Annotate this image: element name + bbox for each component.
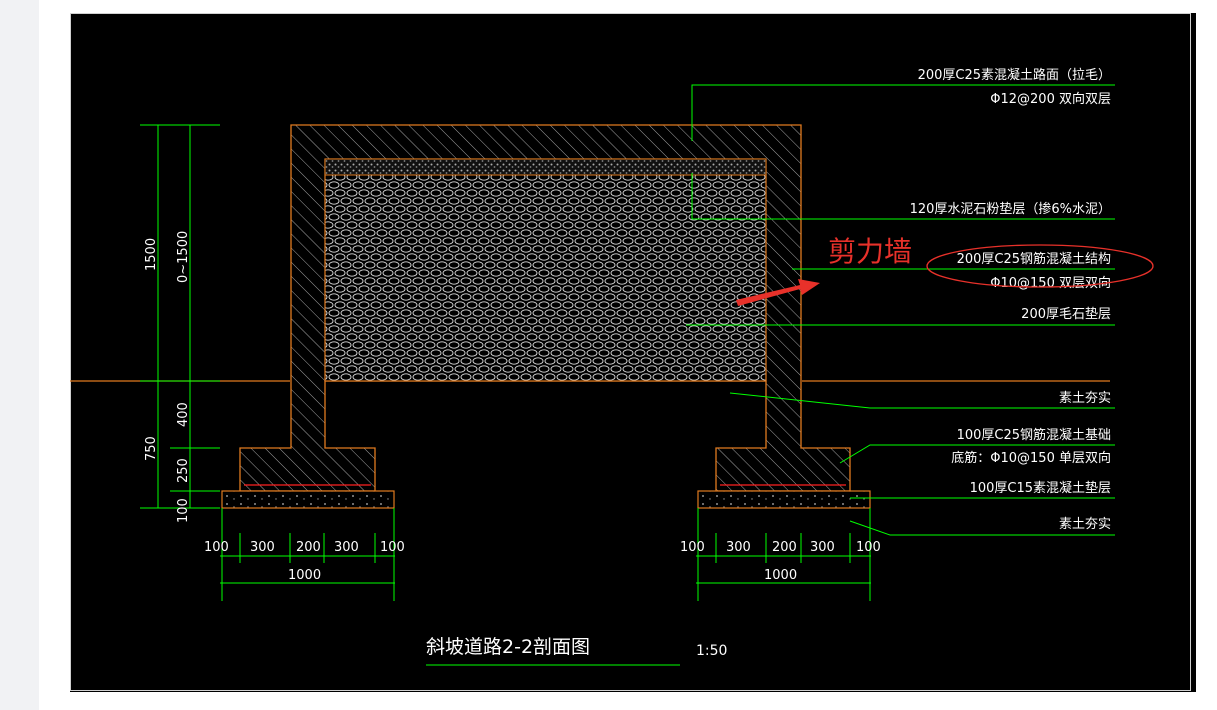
dim-seg-r1: 100 bbox=[680, 540, 705, 555]
drawing-frame bbox=[70, 13, 1191, 691]
label-compacted-soil-1: 素土夯实 bbox=[1059, 391, 1111, 406]
dim-750: 750 bbox=[144, 436, 159, 461]
label-pavement-rebar: Φ12@200 双向双层 bbox=[990, 91, 1111, 107]
dim-400: 400 bbox=[176, 402, 191, 427]
drawing-title: 斜坡道路2-2剖面图 bbox=[426, 636, 590, 658]
dim-seg-1: 100 bbox=[204, 540, 229, 555]
dim-seg-3: 200 bbox=[296, 540, 321, 555]
dim-seg-2: 300 bbox=[250, 540, 275, 555]
label-lean-concrete: 100厚C15素混凝土垫层 bbox=[970, 480, 1111, 496]
lean-concrete-pad-left bbox=[221, 490, 395, 509]
stone-powder-layer bbox=[324, 158, 767, 176]
label-rc-structure: 200厚C25钢筋混凝土结构 bbox=[957, 251, 1111, 267]
left-sidebar bbox=[0, 0, 39, 710]
dim-total-left: 1000 bbox=[288, 568, 321, 583]
rubble-fill bbox=[324, 158, 767, 382]
shear-wall-label: 剪力墙 bbox=[828, 235, 912, 268]
dim-0-1500: 0~1500 bbox=[176, 231, 191, 283]
red-arrow-icon bbox=[736, 279, 820, 306]
label-rubble: 200厚毛石垫层 bbox=[1021, 306, 1111, 322]
dim-1500: 1500 bbox=[144, 238, 159, 271]
dim-250: 250 bbox=[176, 458, 191, 483]
lean-concrete-pad-right bbox=[697, 490, 871, 509]
highlight-ellipse bbox=[926, 244, 1154, 288]
shear-wall-annotation: 剪力墙 bbox=[736, 235, 1154, 306]
label-pavement: 200厚C25素混凝土路面（拉毛） bbox=[918, 67, 1111, 83]
leader-lines bbox=[686, 84, 1115, 536]
dim-seg-r5: 100 bbox=[856, 540, 881, 555]
drawing-scale: 1:50 bbox=[696, 643, 727, 659]
dim-100: 100 bbox=[176, 498, 191, 523]
label-footing-rebar: 底筋：Φ10@150 单层双向 bbox=[951, 450, 1111, 466]
dim-seg-r3: 200 bbox=[772, 540, 797, 555]
label-footing: 100厚C25钢筋混凝土基础 bbox=[957, 427, 1111, 443]
dim-seg-r2: 300 bbox=[726, 540, 751, 555]
cad-drawing-canvas: 1500 0~1500 750 400 250 100 100 300 200 … bbox=[70, 13, 1196, 692]
dim-seg-4: 300 bbox=[334, 540, 359, 555]
dim-seg-r4: 300 bbox=[810, 540, 835, 555]
vertical-dimensions bbox=[140, 124, 220, 509]
horizontal-dimensions bbox=[220, 508, 871, 601]
label-compacted-soil-2: 素土夯实 bbox=[1059, 517, 1111, 532]
label-rc-rebar: Φ10@150 双层双向 bbox=[990, 275, 1111, 291]
dim-total-right: 1000 bbox=[764, 568, 797, 583]
label-stone-powder: 120厚水泥石粉垫层（掺6%水泥） bbox=[910, 201, 1111, 217]
dim-seg-5: 100 bbox=[380, 540, 405, 555]
